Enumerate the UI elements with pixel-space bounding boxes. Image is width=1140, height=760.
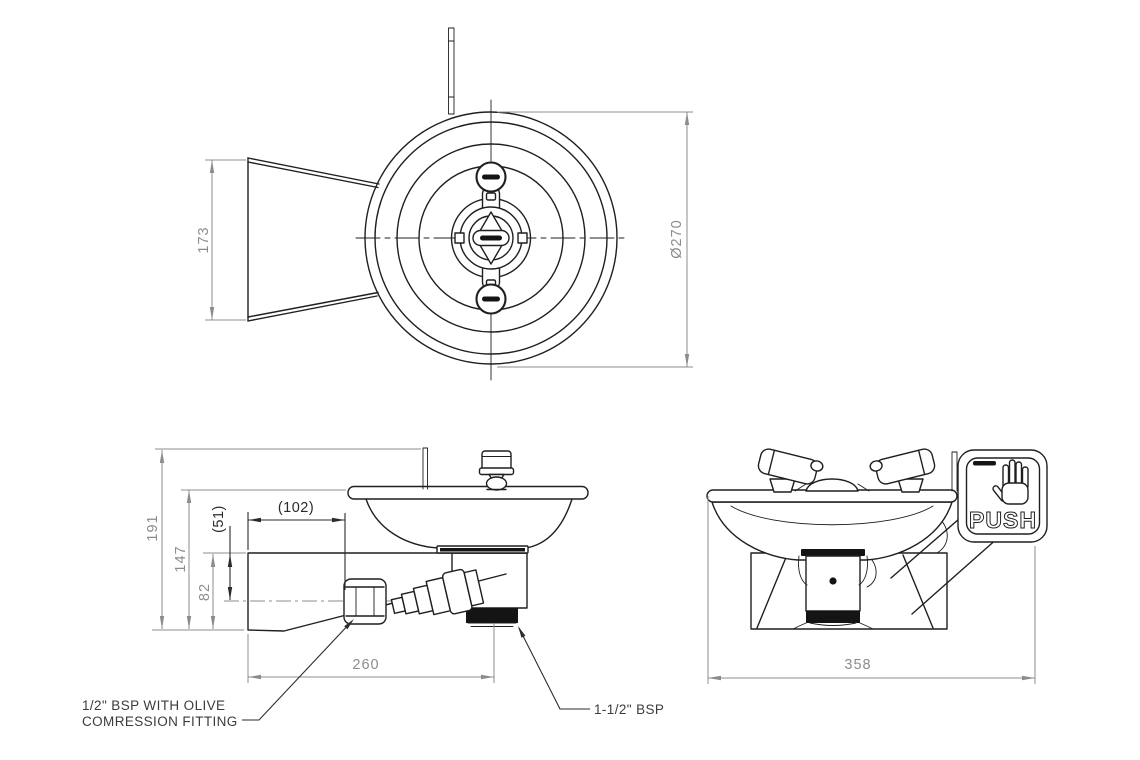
dim-value-270: Ø270	[669, 219, 685, 258]
dim-overall-height: 191	[145, 450, 165, 629]
hand-icon	[992, 459, 1029, 505]
dim-value-191: 191	[145, 514, 161, 541]
dim-rim-height: 147	[173, 490, 192, 629]
dim-value-260: 260	[352, 657, 379, 673]
side-sign-post	[422, 447, 428, 490]
sign-brand-mark	[973, 461, 996, 466]
plan-view: 173 Ø270	[196, 27, 693, 381]
plan-spray-assembly	[454, 161, 528, 315]
plan-center-fitting	[454, 206, 528, 270]
dim-projection: 260	[248, 657, 494, 680]
dim-bracket-height-side: 82	[197, 554, 216, 629]
front-drain	[792, 549, 877, 630]
plan-bowl	[364, 111, 618, 365]
side-dimensions: 191 147 82 260	[145, 448, 495, 683]
dim-diameter: Ø270	[497, 111, 693, 368]
front-spray-head-right	[869, 448, 936, 493]
plan-sign-post	[448, 27, 455, 115]
waste-label: 1-1/2" BSP	[594, 702, 664, 717]
leader-compression-fitting	[242, 619, 354, 721]
dim-inlet-offset: (102)	[247, 500, 346, 590]
front-view: PUSH 358	[706, 448, 1048, 684]
side-supply-pipe	[390, 568, 485, 616]
dim-bracket-height: 173	[196, 159, 246, 321]
inlet-label-line2: COMRESSION FITTING	[82, 714, 238, 729]
side-bowl	[347, 485, 589, 554]
dim-inlet-drop: (51)	[211, 505, 233, 600]
side-compression-fitting	[343, 578, 387, 625]
dim-value-82: 82	[197, 583, 213, 601]
front-spray-head-left	[757, 448, 824, 493]
dim-value-173: 173	[196, 226, 212, 253]
leader-waste-thread	[518, 626, 590, 710]
inlet-label-line1: 1/2" BSP WITH OLIVE	[82, 698, 225, 713]
side-view: 191 147 82 260	[82, 447, 664, 729]
side-spray-head	[478, 450, 515, 491]
dim-value-147: 147	[173, 545, 189, 572]
front-sign-post	[951, 451, 958, 492]
dim-value-358: 358	[844, 657, 871, 673]
dim-value-102: (102)	[278, 500, 314, 516]
front-bowl	[706, 489, 958, 561]
dim-value-51: (51)	[211, 505, 227, 533]
plan-wall-bracket	[247, 157, 380, 322]
front-center-fitting	[794, 478, 870, 492]
push-sign: PUSH	[957, 449, 1048, 543]
push-sign-label: PUSH	[969, 507, 1037, 533]
dim-overall-width: 358	[707, 496, 1036, 684]
